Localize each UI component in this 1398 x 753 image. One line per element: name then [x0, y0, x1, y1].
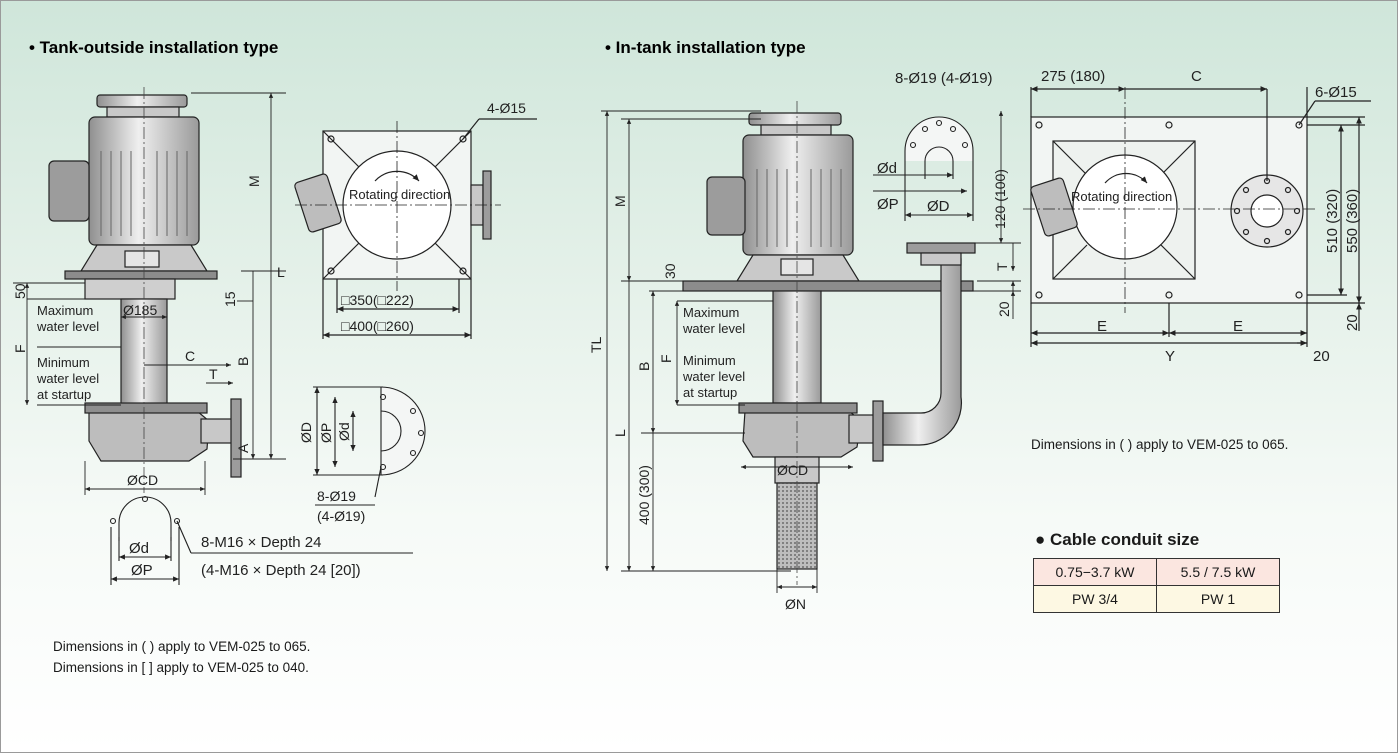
cable-value-large: PW 1 [1156, 585, 1280, 613]
left-suction-bolt-detail [109, 495, 413, 585]
right-min-water-line2: water level [682, 369, 745, 384]
right-dim-275: 275 (180) [1041, 68, 1105, 85]
right-dim-20c: 20 [1313, 348, 1330, 365]
right-pump-top-view [1023, 86, 1371, 347]
right-dia-cd: ØCD [777, 462, 808, 478]
right-flange-detail [873, 116, 974, 221]
right-dim-C: C [1191, 68, 1202, 85]
left-dimension-lines [13, 92, 286, 495]
left-min-water-line3: at startup [37, 387, 91, 402]
left-min-water-line2: water level [36, 371, 99, 386]
left-dim-15: 15 [222, 291, 238, 307]
left-dim-T: T [209, 366, 218, 382]
right-rotating-direction: Rotating direction [1071, 189, 1172, 204]
left-thread-spec-1: 8-M16 × Depth 24 [201, 534, 322, 551]
left-dim-M: M [246, 175, 262, 187]
left-holes-4-15: 4-Ø15 [487, 100, 526, 116]
left-dimensions-note-1: Dimensions in ( ) apply to VEM-025 to 06… [53, 639, 311, 654]
right-flange-P: ØP [877, 196, 899, 213]
left-max-water-line1: Maximum [37, 303, 93, 318]
right-dim-E2: E [1233, 318, 1243, 335]
cable-conduit-table: 0.75−3.7 kW 5.5 / 7.5 kW PW 3/4 PW 1 [1033, 558, 1280, 613]
left-dim-C: C [185, 348, 195, 364]
left-dim-B: B [235, 357, 251, 366]
left-holes-4-19: (4-Ø19) [317, 508, 365, 524]
left-rotating-direction: Rotating direction [349, 187, 450, 202]
right-dim-M: M [612, 195, 628, 207]
left-square-400: □400(□260) [341, 318, 414, 334]
right-dim-T: T [994, 262, 1010, 271]
right-dim-120: 120 (100) [992, 169, 1008, 229]
right-dim-20a: 20 [996, 301, 1012, 317]
right-holes-6-15: 6-Ø15 [1315, 84, 1357, 101]
right-dim-E1: E [1097, 318, 1107, 335]
left-thread-spec-2: (4-M16 × Depth 24 [20]) [201, 562, 361, 579]
left-flange-d: Ød [336, 422, 352, 441]
cable-header-small: 0.75−3.7 kW [1033, 558, 1157, 586]
left-pump-side-view [48, 94, 242, 478]
left-dimensions-note-2: Dimensions in [ ] apply to VEM-025 to 04… [53, 660, 309, 675]
right-flange-d: Ød [877, 160, 897, 177]
left-min-water-line1: Minimum [37, 355, 90, 370]
right-max-water-line2: water level [682, 321, 745, 336]
right-dimension-lines [601, 110, 1021, 593]
left-title: • Tank-outside installation type [29, 38, 278, 57]
left-pump-top-view [294, 118, 537, 339]
right-dim-L: L [612, 429, 628, 437]
left-dim-L: L [277, 264, 285, 280]
left-holes-8-19: 8-Ø19 [317, 488, 356, 504]
cable-value-small: PW 3/4 [1033, 585, 1157, 613]
right-pump-side-view [682, 112, 976, 570]
right-dim-30: 30 [662, 263, 678, 279]
left-dim-A: A [235, 443, 251, 453]
right-dim-TL: TL [588, 336, 604, 353]
right-dim-Y: Y [1165, 348, 1175, 365]
left-square-350: □350(□222) [341, 292, 414, 308]
right-dim-B: B [636, 362, 652, 371]
cable-conduit-title: ● Cable conduit size [1035, 530, 1200, 549]
right-min-water-line1: Minimum [683, 353, 736, 368]
left-dim-50: 50 [12, 283, 28, 299]
right-dim-F: F [658, 354, 674, 363]
left-dia-185: Ø185 [123, 302, 157, 318]
cable-header-large: 5.5 / 7.5 kW [1156, 558, 1280, 586]
right-min-water-line3: at startup [683, 385, 737, 400]
right-dim-510: 510 (320) [1324, 189, 1341, 253]
left-max-water-line2: water level [36, 319, 99, 334]
left-bolt-P: ØP [131, 562, 153, 579]
right-dia-n: ØN [785, 596, 806, 612]
right-title: • In-tank installation type [605, 38, 806, 57]
left-bolt-d: Ød [129, 540, 149, 557]
right-dim-400: 400 (300) [636, 465, 652, 525]
right-dim-20b: 20 [1344, 314, 1361, 331]
right-holes-8-19: 8-Ø19 (4-Ø19) [895, 70, 993, 87]
right-dimensions-note: Dimensions in ( ) apply to VEM-025 to 06… [1031, 437, 1289, 452]
left-dim-F: F [12, 344, 28, 353]
left-dia-cd: ØCD [127, 472, 158, 488]
right-max-water-line1: Maximum [683, 305, 739, 320]
left-flange-OP: ØP [318, 423, 334, 443]
left-flange-detail [313, 386, 426, 506]
left-flange-OD: ØD [298, 422, 314, 443]
right-flange-D: ØD [927, 198, 950, 215]
right-dim-550: 550 (360) [1344, 189, 1361, 253]
